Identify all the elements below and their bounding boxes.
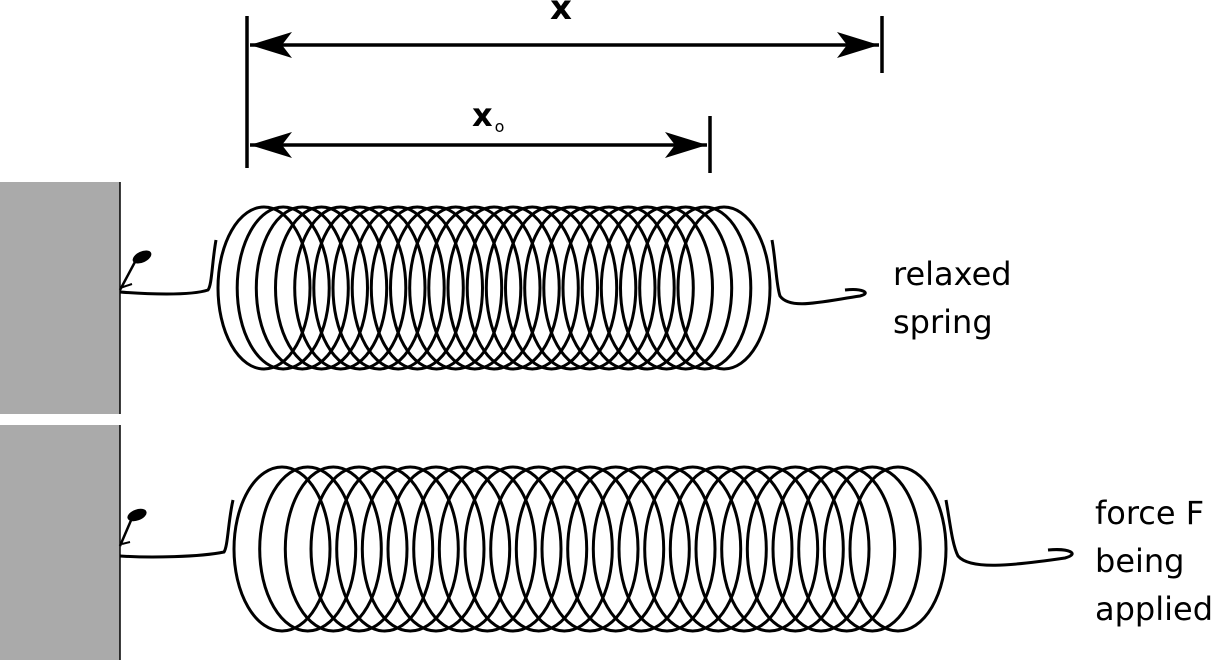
stretched-spring-coil <box>309 465 409 633</box>
relaxed-spring-coil <box>369 205 465 371</box>
stretched-spring-right-lead <box>944 499 1074 567</box>
stretched-spring-coil <box>258 465 358 633</box>
stretched-spring-coils <box>232 465 948 633</box>
relaxed-spring-coil <box>274 205 369 371</box>
force-caption-line-3: applied <box>1095 590 1214 628</box>
dimension-x0-label-subscript: o <box>494 117 505 136</box>
relaxed-spring-coil <box>389 205 484 371</box>
wall-bottom <box>0 425 120 660</box>
dimension-x0 <box>250 116 712 173</box>
stretched-spring-hook <box>118 508 147 547</box>
stretched-spring-coil <box>540 465 640 633</box>
stretched-spring-coil <box>668 465 768 633</box>
relaxed-spring-coil <box>446 205 542 371</box>
relaxed-spring-coil <box>465 205 561 371</box>
stretched-spring-coil <box>360 465 460 633</box>
stretched-spring-coil <box>514 465 614 633</box>
relaxed-spring-coil <box>657 205 753 371</box>
relaxed-spring-coil <box>504 205 599 371</box>
stretched-spring-coil <box>232 465 332 633</box>
stretched-spring <box>119 465 1074 633</box>
stretched-spring-coil <box>412 465 512 633</box>
stretched-spring-coil <box>335 465 435 633</box>
stretched-spring-coil <box>745 465 845 633</box>
relaxed-spring-left-lead <box>119 239 218 296</box>
stretched-spring-coil <box>822 465 922 633</box>
relaxed-spring-coil <box>408 205 504 371</box>
relaxed-spring-coil <box>619 205 714 371</box>
relaxed-spring-coil <box>484 205 580 371</box>
force-caption: force F being applied <box>1095 489 1213 633</box>
wall-top <box>0 182 120 414</box>
relaxed-spring-coil <box>676 205 772 371</box>
relaxed-spring-coil <box>235 205 331 371</box>
stretched-spring-coil <box>566 465 666 633</box>
stretched-spring-coil <box>797 465 897 633</box>
dimension-x0-label-main: x <box>472 96 493 134</box>
relaxed-spring-coil <box>350 205 446 371</box>
relaxed-spring-coil <box>580 205 676 371</box>
stretched-spring-coil <box>386 465 486 633</box>
stretched-spring-coil <box>617 465 717 633</box>
relaxed-spring-hook <box>118 250 152 291</box>
relaxed-spring-caption: relaxed spring <box>893 250 1012 346</box>
stretched-spring-coil <box>694 465 794 633</box>
relaxed-spring-coil <box>331 205 427 371</box>
relaxed-spring-coil <box>638 205 734 371</box>
stretched-spring-coil <box>283 465 383 633</box>
relaxed-spring-coil <box>599 205 695 371</box>
relaxed-spring-right-lead <box>770 239 867 306</box>
force-caption-line-2: being <box>1095 542 1185 580</box>
dimension-x-label: x <box>550 0 572 28</box>
relaxed-spring-coil <box>312 205 408 371</box>
stretched-spring-coil <box>848 465 948 633</box>
relaxed-spring-coils <box>216 205 772 371</box>
stretched-spring-coil <box>489 465 589 633</box>
stretched-spring-coil <box>720 465 820 633</box>
relaxed-spring-coil <box>542 205 638 371</box>
stretched-spring-coil <box>771 465 871 633</box>
relaxed-spring <box>119 205 867 371</box>
stretched-spring-coil <box>463 465 563 633</box>
dimension-x <box>245 16 884 168</box>
relaxed-caption-line-2: spring <box>893 303 993 341</box>
stretched-spring-left-lead <box>119 499 235 559</box>
relaxed-caption-line-1: relaxed <box>893 255 1012 293</box>
stretched-spring-coil <box>643 465 743 633</box>
relaxed-spring-coil <box>523 205 619 371</box>
relaxed-spring-coil <box>427 205 523 371</box>
relaxed-spring-coil <box>561 205 657 371</box>
relaxed-spring-coil <box>254 205 350 371</box>
stretched-spring-coil <box>437 465 537 633</box>
force-caption-line-1: force F <box>1095 494 1205 532</box>
stretched-spring-coil <box>591 465 691 633</box>
relaxed-spring-coil <box>293 205 389 371</box>
relaxed-spring-coil <box>216 205 312 371</box>
